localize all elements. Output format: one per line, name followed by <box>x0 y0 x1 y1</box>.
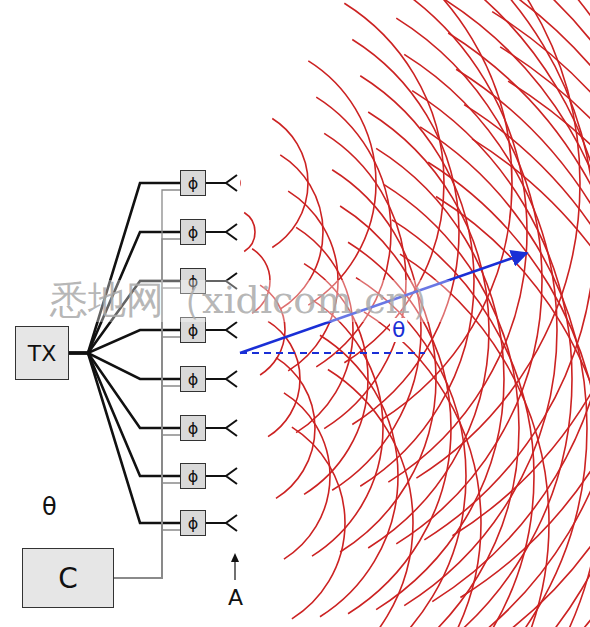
feed-line <box>69 353 180 379</box>
wavefront-arc <box>448 33 590 627</box>
wavefront-arc <box>456 69 590 627</box>
feed-line <box>69 183 180 353</box>
wavefront-arc <box>292 427 345 619</box>
wavefront-arc <box>472 139 590 627</box>
node-text: ϕ <box>188 174 199 193</box>
node-text: C <box>58 562 78 595</box>
wavefront-arc <box>388 0 527 482</box>
beam-angle-label: θ <box>390 318 407 342</box>
wavefront-arc <box>428 162 590 627</box>
phase-shifter-box: ϕ <box>180 170 206 196</box>
phase-shifter-box: ϕ <box>180 219 206 245</box>
angle-input-label: θ <box>40 494 59 520</box>
antenna-element <box>206 371 237 387</box>
wavefront-arc <box>284 393 330 559</box>
control-wire <box>114 386 180 578</box>
wavefront-arc <box>308 61 376 305</box>
wavefront-arc <box>272 119 308 248</box>
antenna-element <box>206 515 237 531</box>
wavefront-arc <box>320 335 398 617</box>
node-text: ϕ <box>188 419 199 438</box>
antenna-element <box>206 224 237 240</box>
wavefront-arc <box>464 105 590 627</box>
wavefront-arc <box>340 206 436 552</box>
feed-line <box>69 353 180 523</box>
wavefront-arc <box>276 358 315 499</box>
antenna-element <box>206 175 237 191</box>
antenna-element <box>206 322 237 338</box>
wavefront-arc <box>328 370 413 627</box>
node-text: TX <box>28 341 57 366</box>
node-text: ϕ <box>188 321 199 340</box>
wavefront-arc <box>244 212 255 251</box>
control-wire <box>114 288 180 578</box>
wavefront-arc <box>476 0 590 627</box>
wavefront-arc <box>364 312 481 627</box>
control-wire <box>114 190 180 578</box>
phase-shifter-box: ϕ <box>180 510 206 536</box>
control-wire <box>114 337 180 578</box>
control-wire <box>114 483 180 578</box>
wavefront-arc <box>416 0 580 478</box>
wavefront-arc <box>500 47 590 627</box>
wavefront-arc <box>436 197 590 627</box>
control-wire <box>114 435 180 578</box>
transmitter-box: TX <box>15 326 69 380</box>
wavefront-arc <box>432 0 590 602</box>
wavefront-arc <box>508 81 590 627</box>
phase-shifter-box: ϕ <box>180 415 206 441</box>
pointer-head <box>231 553 239 562</box>
watermark: 悉地网（xidicom.cn） <box>48 280 450 322</box>
antenna-element <box>206 420 237 436</box>
node-text: ϕ <box>188 514 199 533</box>
feed-line <box>69 330 180 353</box>
boresight-line <box>240 352 425 354</box>
wavefront-arc <box>376 148 504 609</box>
controller-box: C <box>22 548 114 608</box>
wavefront-arc <box>332 170 421 491</box>
node-text: ϕ <box>188 223 199 242</box>
antenna-symbols <box>206 175 237 531</box>
node-text: ϕ <box>188 467 199 486</box>
antenna-element <box>206 468 237 484</box>
array-label: A <box>226 586 245 610</box>
phase-shifter-box: ϕ <box>180 463 206 489</box>
feed-line <box>69 353 180 428</box>
feed-line <box>69 353 180 476</box>
phase-shifter-box: ϕ <box>180 366 206 392</box>
wavefront-arc <box>356 278 466 627</box>
control-wire <box>114 530 180 578</box>
node-text: ϕ <box>188 370 199 389</box>
wavefront-arc <box>312 300 383 556</box>
